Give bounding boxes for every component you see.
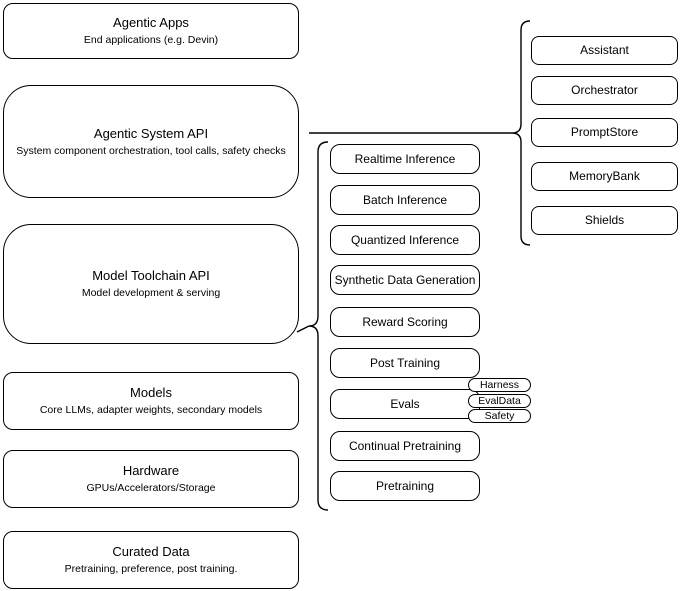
node-label: Synthetic Data Generation bbox=[334, 272, 476, 287]
tag-label: Harness bbox=[479, 379, 520, 391]
node-pretraining: Pretraining bbox=[330, 471, 480, 501]
node-batch-inference: Batch Inference bbox=[330, 185, 480, 215]
node-label: PromptStore bbox=[570, 125, 639, 139]
node-reward-scoring: Reward Scoring bbox=[330, 307, 480, 337]
node-hardware: Hardware GPUs/Accelerators/Storage bbox=[3, 450, 299, 508]
node-agentic-system-api: Agentic System API System component orch… bbox=[3, 85, 299, 198]
tag-label: Safety bbox=[484, 410, 515, 422]
node-title: Agentic Apps bbox=[113, 15, 189, 30]
tag-label: EvalData bbox=[478, 395, 521, 407]
node-label: Realtime Inference bbox=[354, 151, 456, 166]
node-label: Quantized Inference bbox=[350, 232, 460, 247]
tag-harness: Harness bbox=[468, 378, 531, 392]
system-components-brace bbox=[511, 20, 531, 246]
node-subtitle: Core LLMs, adapter weights, secondary mo… bbox=[39, 404, 263, 416]
node-label: Shields bbox=[584, 213, 625, 227]
node-realtime-inference: Realtime Inference bbox=[330, 144, 480, 174]
node-evals: Evals bbox=[330, 389, 480, 419]
tag-evaldata: EvalData bbox=[468, 394, 531, 408]
node-subtitle: Model development & serving bbox=[81, 287, 221, 299]
toolchain-group-brace bbox=[308, 141, 329, 511]
node-quantized-inference: Quantized Inference bbox=[330, 225, 480, 255]
node-subtitle: GPUs/Accelerators/Storage bbox=[86, 482, 216, 494]
node-continual-pretraining: Continual Pretraining bbox=[330, 431, 480, 461]
node-promptstore: PromptStore bbox=[531, 118, 678, 147]
connector-toolchain-to-brace bbox=[296, 325, 310, 333]
node-assistant: Assistant bbox=[531, 36, 678, 65]
node-label: Post Training bbox=[369, 355, 441, 370]
node-title: Models bbox=[130, 385, 172, 400]
node-label: Pretraining bbox=[375, 478, 435, 493]
node-orchestrator: Orchestrator bbox=[531, 76, 678, 105]
node-label: MemoryBank bbox=[569, 169, 640, 183]
tag-safety: Safety bbox=[468, 409, 531, 423]
node-title: Hardware bbox=[122, 463, 180, 478]
node-title: Curated Data bbox=[112, 544, 190, 559]
node-memorybank: MemoryBank bbox=[531, 162, 678, 191]
node-shields: Shields bbox=[531, 206, 678, 235]
node-models: Models Core LLMs, adapter weights, secon… bbox=[3, 372, 299, 430]
node-curated-data: Curated Data Pretraining, preference, po… bbox=[3, 531, 299, 589]
node-label: Batch Inference bbox=[362, 192, 448, 207]
node-subtitle: End applications (e.g. Devin) bbox=[83, 34, 219, 46]
node-agentic-apps: Agentic Apps End applications (e.g. Devi… bbox=[3, 3, 299, 59]
node-label: Assistant bbox=[580, 43, 629, 57]
node-title: Agentic System API bbox=[93, 125, 209, 141]
node-subtitle: System component orchestration, tool cal… bbox=[16, 144, 286, 157]
node-label: Reward Scoring bbox=[362, 314, 448, 329]
node-label: Continual Pretraining bbox=[348, 438, 462, 453]
node-model-toolchain-api: Model Toolchain API Model development & … bbox=[3, 224, 299, 344]
node-title: Model Toolchain API bbox=[92, 268, 210, 283]
node-subtitle: Pretraining, preference, post training. bbox=[64, 563, 238, 575]
node-label: Evals bbox=[390, 396, 420, 411]
node-label: Orchestrator bbox=[571, 83, 638, 97]
node-synthetic-data-generation: Synthetic Data Generation bbox=[330, 265, 480, 295]
node-post-training: Post Training bbox=[330, 348, 480, 378]
